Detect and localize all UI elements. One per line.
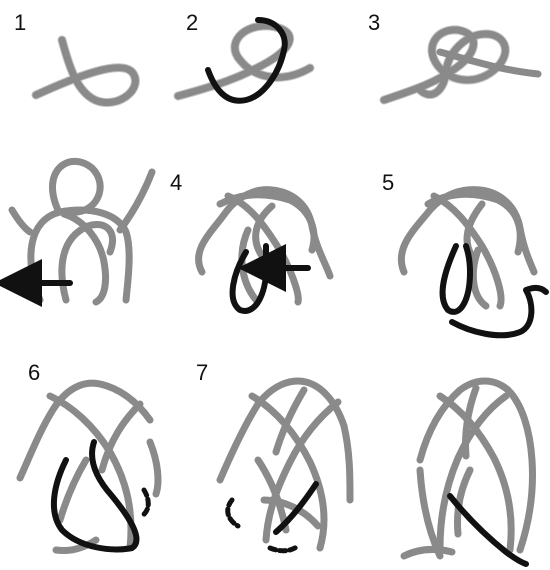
threading-path-left bbox=[228, 500, 238, 526]
panel-step-6: 6 bbox=[20, 360, 158, 551]
panel-finished-knot bbox=[404, 381, 533, 564]
step-number-6: 6 bbox=[28, 360, 40, 385]
step-number-3: 3 bbox=[368, 10, 380, 35]
panel-step-7: 7 bbox=[196, 360, 350, 551]
rope-finished-braid bbox=[404, 381, 533, 556]
panel-step-1: 1 bbox=[14, 10, 135, 103]
threading-path-bottom bbox=[270, 546, 298, 551]
panel-step-2: 2 bbox=[178, 10, 310, 101]
panel-step-3b bbox=[12, 161, 152, 302]
panel-step-3: 3 bbox=[368, 10, 538, 100]
step-number-1: 1 bbox=[14, 10, 26, 35]
step-number-5: 5 bbox=[382, 170, 394, 195]
threading-path bbox=[142, 490, 148, 516]
step-number-2: 2 bbox=[186, 10, 198, 35]
step-number-4: 4 bbox=[170, 170, 182, 195]
panel-step-5: 5 bbox=[382, 170, 546, 335]
rope-loops bbox=[178, 26, 310, 96]
working-end-loop bbox=[443, 246, 470, 312]
rope-loop bbox=[36, 40, 135, 103]
rope-pretzel bbox=[384, 30, 538, 100]
rope-braid bbox=[20, 383, 158, 550]
step-number-7: 7 bbox=[196, 360, 208, 385]
panel-step-4: 4 bbox=[170, 170, 330, 311]
